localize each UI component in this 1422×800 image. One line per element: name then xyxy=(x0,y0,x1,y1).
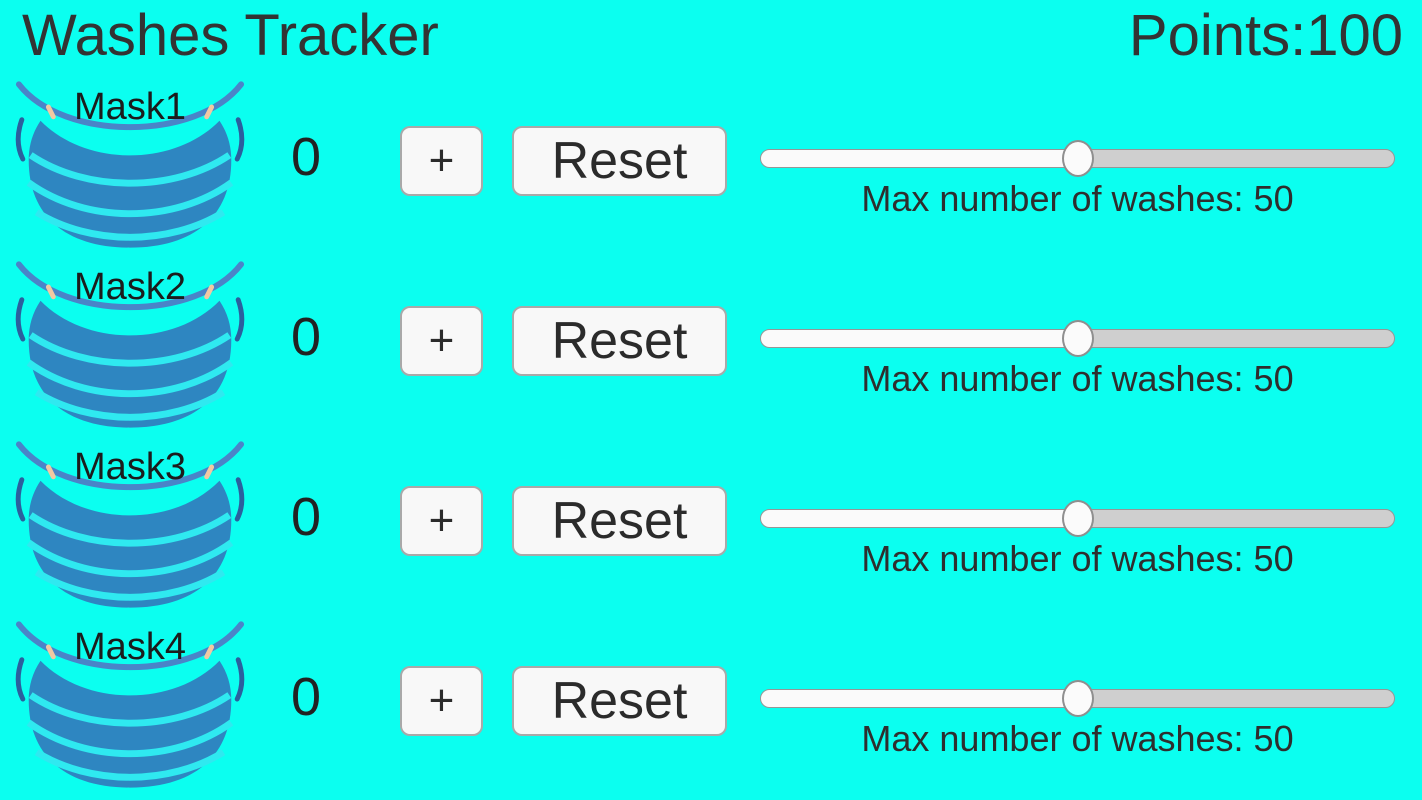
max-washes-slider[interactable] xyxy=(760,499,1395,537)
mask-pleat-line-2 xyxy=(26,359,234,398)
mask-pleat-line-1 xyxy=(28,332,232,367)
mask-strap-end-right xyxy=(234,477,245,522)
mask-name-label: Mask3 xyxy=(74,446,186,488)
max-washes-control: Max number of washes: 50 xyxy=(760,252,1395,432)
wash-count: 0 xyxy=(290,487,322,547)
mask-strap-arc xyxy=(15,621,245,670)
max-washes-control: Max number of washes: 50 xyxy=(760,612,1395,792)
max-washes-slider[interactable] xyxy=(760,139,1395,177)
max-washes-slider[interactable] xyxy=(760,679,1395,717)
ear-loop-tip-left xyxy=(45,644,56,660)
wash-count: 0 xyxy=(290,667,322,727)
ear-loop-tip-left xyxy=(45,104,56,120)
mask-pleat-line-3 xyxy=(34,569,226,601)
increment-wash-button[interactable]: + xyxy=(400,126,483,196)
ear-loop-tip-left xyxy=(45,284,56,300)
mask-strap-end-left xyxy=(15,657,26,702)
mask-pleat-line-2 xyxy=(26,179,234,218)
mask-figure: Mask2 xyxy=(12,256,248,432)
mask-row: Mask3 0 + Reset Max number of washes: 50 xyxy=(0,432,1422,612)
max-washes-label: Max number of washes: 50 xyxy=(861,358,1294,399)
mask-strap-end-right xyxy=(234,297,245,342)
ear-loop-tip-right xyxy=(204,104,215,120)
mask-strap-end-left xyxy=(15,477,26,522)
mask-pleat-line-1 xyxy=(28,152,232,187)
reset-button[interactable]: Reset xyxy=(512,486,727,556)
max-washes-label: Max number of washes: 50 xyxy=(861,178,1294,219)
face-mask-icon xyxy=(15,621,245,788)
wash-count: 0 xyxy=(290,127,322,187)
mask-name-label: Mask1 xyxy=(74,86,186,128)
page-title: Washes Tracker xyxy=(22,3,439,68)
reset-button[interactable]: Reset xyxy=(512,126,727,196)
mask-figure: Mask4 xyxy=(12,616,248,792)
mask-strap-end-right xyxy=(234,657,245,702)
slider-thumb[interactable] xyxy=(1061,500,1094,537)
mask-pleat-line-3 xyxy=(34,749,226,781)
ear-loop-tip-right xyxy=(204,464,215,480)
max-washes-label: Max number of washes: 50 xyxy=(861,718,1294,759)
max-washes-control: Max number of washes: 50 xyxy=(760,432,1395,612)
mask-figure: Mask3 xyxy=(12,436,248,612)
mask-row: Mask2 0 + Reset Max number of washes: 50 xyxy=(0,252,1422,432)
ear-loop-tip-right xyxy=(204,644,215,660)
max-washes-slider[interactable] xyxy=(760,319,1395,357)
mask-pleat-line-2 xyxy=(26,719,234,758)
reset-button[interactable]: Reset xyxy=(512,666,727,736)
mask-figure: Mask1 xyxy=(12,76,248,252)
mask-strap-end-right xyxy=(234,117,245,162)
increment-wash-button[interactable]: + xyxy=(400,306,483,376)
wash-count: 0 xyxy=(290,307,322,367)
reset-button[interactable]: Reset xyxy=(512,306,727,376)
slider-thumb[interactable] xyxy=(1061,680,1094,717)
mask-name-label: Mask4 xyxy=(74,626,186,668)
max-washes-control: Max number of washes: 50 xyxy=(760,72,1395,252)
mask-name-label: Mask2 xyxy=(74,266,186,308)
mask-pleat-line-3 xyxy=(34,209,226,241)
points-display: Points:100 xyxy=(1129,2,1403,69)
mask-row: Mask4 0 + Reset Max number of washes: 50 xyxy=(0,612,1422,792)
mask-strap-arc xyxy=(15,441,245,490)
face-mask-icon xyxy=(15,81,245,248)
mask-strap-arc xyxy=(15,81,245,130)
mask-pleat-line-2 xyxy=(26,539,234,578)
increment-wash-button[interactable]: + xyxy=(400,666,483,736)
slider-thumb[interactable] xyxy=(1061,320,1094,357)
ear-loop-tip-right xyxy=(204,284,215,300)
face-mask-icon xyxy=(15,441,245,608)
mask-strap-arc xyxy=(15,261,245,310)
mask-pleat-line-3 xyxy=(34,389,226,421)
face-mask-icon xyxy=(15,261,245,428)
points-value: 100 xyxy=(1306,3,1403,68)
points-label: Points: xyxy=(1128,3,1307,68)
increment-wash-button[interactable]: + xyxy=(400,486,483,556)
slider-thumb[interactable] xyxy=(1061,140,1094,177)
mask-strap-end-left xyxy=(15,297,26,342)
mask-pleat-line-1 xyxy=(28,512,232,547)
mask-pleat-line-1 xyxy=(28,692,232,727)
mask-row: Mask1 0 + Reset Max number of washes: 50 xyxy=(0,72,1422,252)
max-washes-label: Max number of washes: 50 xyxy=(861,538,1294,579)
ear-loop-tip-left xyxy=(45,464,56,480)
mask-strap-end-left xyxy=(15,117,26,162)
